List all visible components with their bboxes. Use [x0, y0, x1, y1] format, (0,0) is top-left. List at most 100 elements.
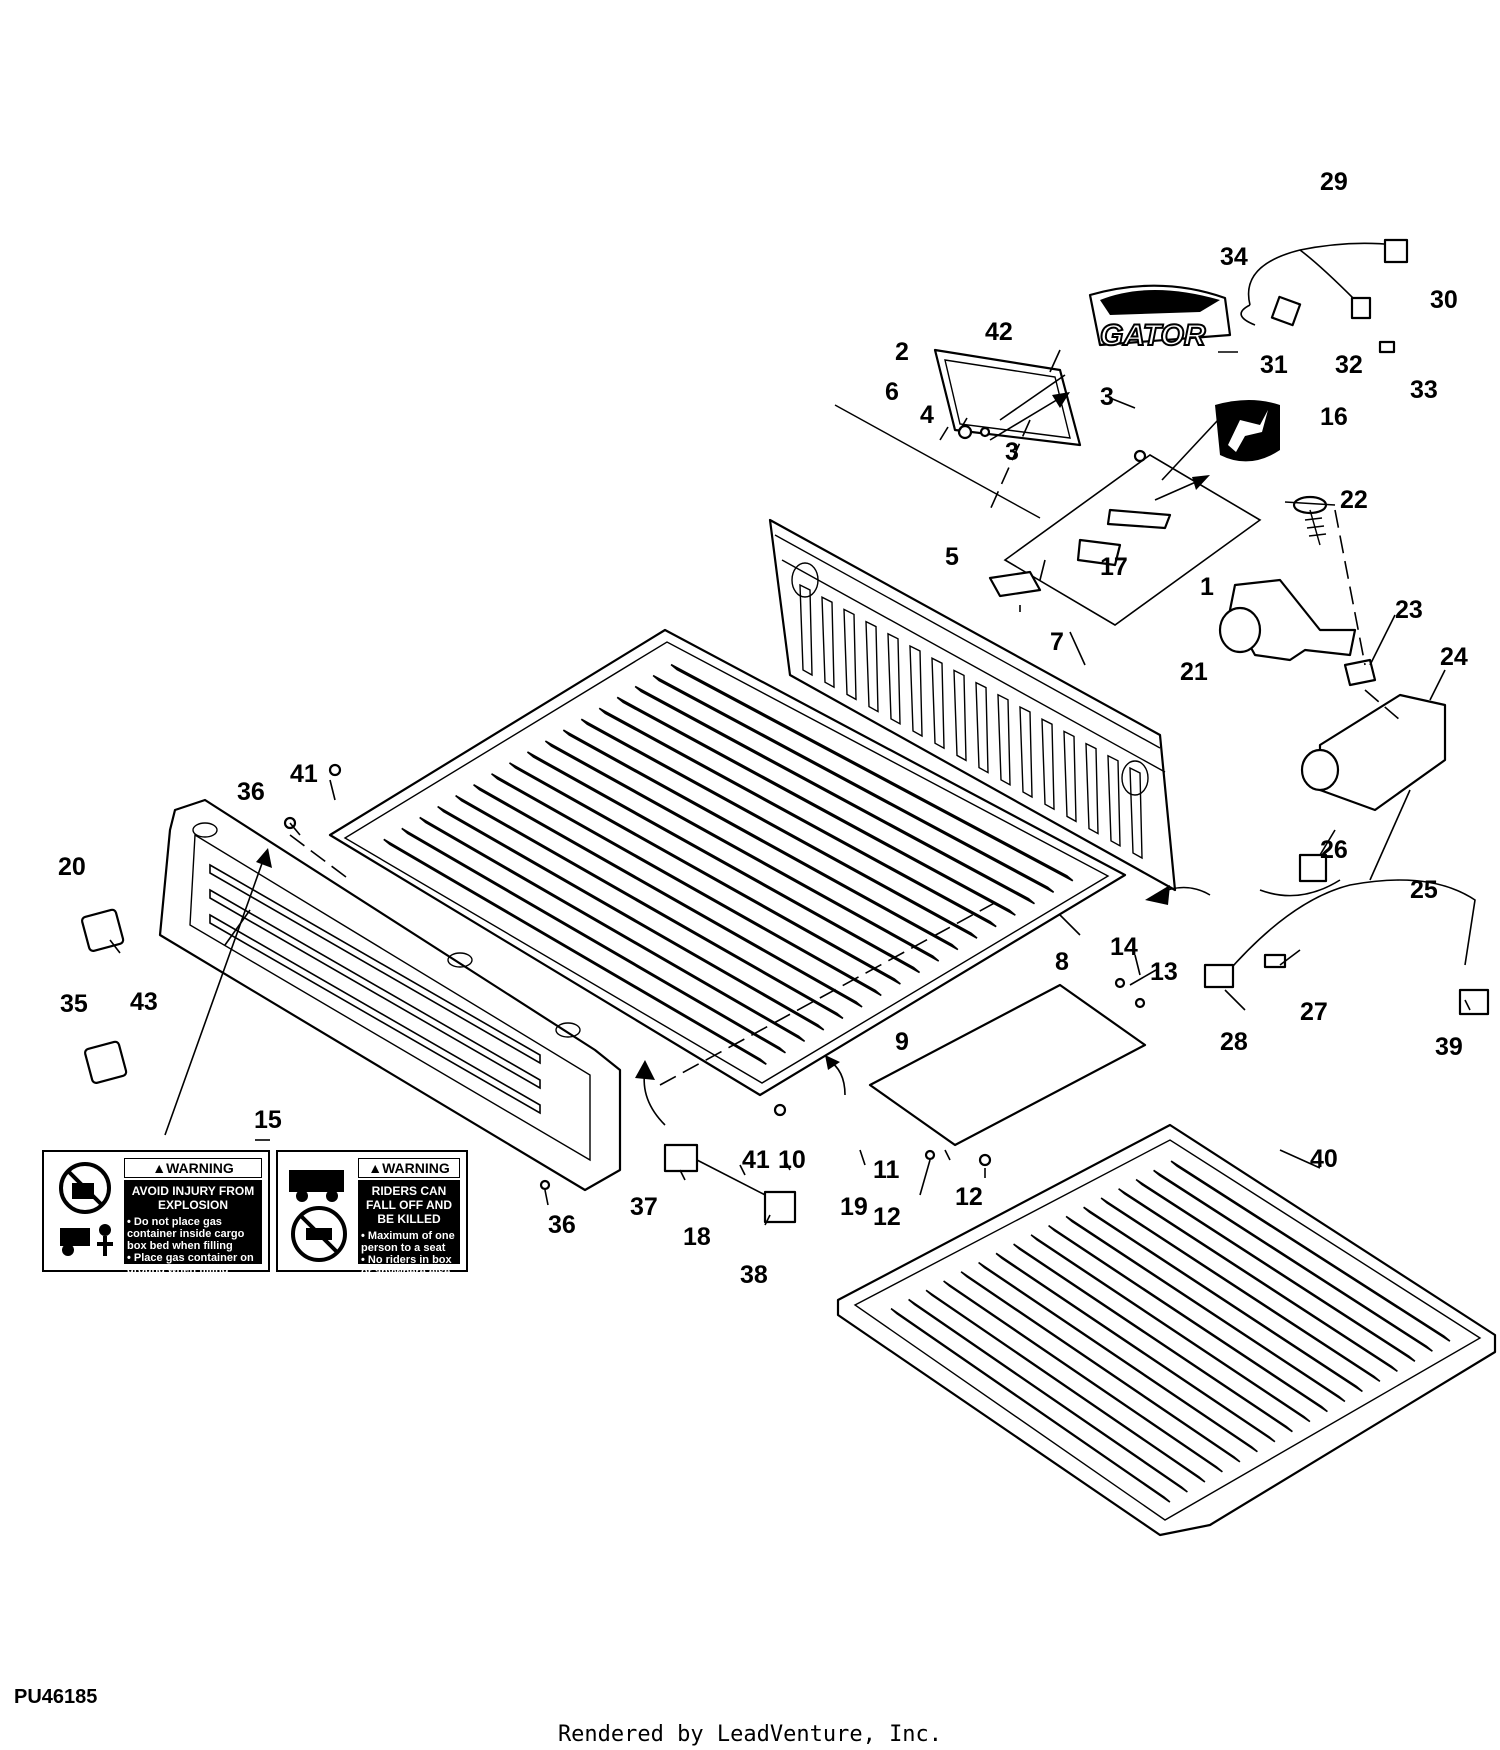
cargo-box-side-panel	[158, 798, 622, 1192]
callout-number: 33	[1410, 376, 1438, 404]
callout-numbers: 1 2 3 3 3 4 5 6 7 8 9 10 11 12 12 13 14 …	[58, 168, 1468, 1289]
callout-number: 41	[742, 1146, 770, 1174]
callout-number: 15	[254, 1106, 282, 1134]
rib	[437, 805, 825, 1031]
rib	[544, 740, 940, 962]
warning-decal-explosion: ▲WARNING AVOID INJURY FROM EXPLOSION • D…	[42, 1150, 270, 1276]
callout-number: 3	[1100, 383, 1114, 411]
rib	[634, 685, 1035, 905]
wall-rib	[997, 693, 1011, 787]
rib	[1118, 1188, 1398, 1373]
callout-number: 30	[1430, 286, 1458, 314]
wall-rib	[1063, 730, 1077, 823]
wall-rib	[931, 657, 945, 750]
callout-number: 17	[1100, 553, 1128, 581]
john-deere-logo-icon	[1215, 400, 1280, 462]
tailgate-panel	[933, 348, 1082, 447]
callout-number: 14	[1110, 933, 1138, 961]
switch-assembly	[1218, 578, 1357, 662]
rib	[419, 816, 806, 1043]
warning-line: • Do not place gas container inside carg…	[127, 1216, 245, 1252]
coil-assembly	[1300, 693, 1447, 812]
rib	[401, 827, 786, 1054]
callout-number: 32	[1335, 351, 1363, 379]
rib	[562, 729, 959, 951]
wall-rib	[843, 608, 857, 701]
callout-number: 7	[1050, 628, 1064, 656]
callout-number: 3	[1005, 438, 1019, 466]
callout-number: 6	[885, 378, 899, 406]
rib	[473, 784, 863, 1008]
gator-logo-text: GATOR	[1100, 319, 1206, 352]
wall-rib	[865, 620, 879, 713]
relay-20	[80, 908, 125, 952]
wire-harness-right	[1203, 853, 1490, 1016]
callout-number: 28	[1220, 1028, 1248, 1056]
jumper-harness	[663, 1143, 797, 1224]
wall-rib	[1041, 718, 1055, 811]
warning-title: AVOID INJURY FROM EXPLOSION	[131, 1184, 255, 1212]
no-riders-icon	[284, 1158, 354, 1264]
rib	[1048, 1225, 1328, 1413]
rib	[943, 1280, 1223, 1473]
callout-number: 21	[1180, 658, 1208, 686]
wall-rib	[1085, 742, 1099, 835]
warning-decal-riders: ▲WARNING RIDERS CAN FALL OFF AND BE KILL…	[276, 1150, 468, 1278]
callout-number: 11	[873, 1156, 900, 1184]
rib	[383, 838, 767, 1065]
no-gas-container-icon	[50, 1158, 120, 1264]
callout-number: 12	[955, 1183, 983, 1211]
rib	[598, 707, 997, 928]
rib	[1013, 1243, 1293, 1433]
rib	[616, 696, 1016, 916]
callout-number: 2	[895, 338, 909, 366]
callout-number: 37	[630, 1193, 658, 1221]
wall-rib	[1129, 766, 1143, 860]
warning-line: • Place gas container on ground when fil…	[127, 1252, 254, 1276]
callout-number: 16	[1320, 403, 1348, 431]
callout-number: 10	[778, 1146, 806, 1174]
callout-number: 9	[895, 1028, 909, 1056]
rib	[978, 1261, 1258, 1453]
cargo-box-front-wall	[768, 518, 1177, 892]
callout-number: 24	[1440, 643, 1468, 671]
callout-number: 26	[1320, 836, 1348, 864]
warning-header: ▲WARNING	[358, 1158, 460, 1178]
rib	[1135, 1178, 1416, 1362]
callout-number: 41	[290, 760, 318, 788]
rib	[526, 751, 921, 974]
rib	[491, 773, 882, 997]
rib	[670, 663, 1074, 882]
relay-35	[83, 1040, 128, 1084]
callout-number: 42	[985, 318, 1013, 346]
callout-number: 43	[130, 988, 158, 1016]
callout-number: 23	[1395, 596, 1423, 624]
callout-number: 25	[1410, 876, 1438, 904]
rib	[455, 794, 844, 1020]
wall-rib	[1019, 705, 1033, 799]
rib	[925, 1289, 1206, 1483]
callout-number: 18	[683, 1223, 711, 1251]
warning-line: • Maximum of one person to a seat	[361, 1230, 455, 1254]
callout-number: 1	[1200, 573, 1214, 601]
callout-number: 39	[1435, 1033, 1463, 1061]
wall-rib	[821, 596, 835, 689]
callout-number: 36	[237, 778, 265, 806]
callout-number: 29	[1320, 168, 1348, 196]
callout-number: 34	[1220, 243, 1248, 271]
callout-number: 38	[740, 1261, 768, 1289]
bed-mat	[836, 1123, 1497, 1537]
rib	[580, 718, 978, 939]
rib	[1030, 1234, 1311, 1423]
gator-logo-icon: GATOR	[1088, 284, 1232, 353]
rib	[960, 1271, 1241, 1463]
rib	[908, 1298, 1188, 1493]
warning-header: ▲WARNING	[124, 1158, 262, 1178]
callout-number: 12	[873, 1203, 901, 1231]
rib	[995, 1252, 1276, 1443]
callout-number: 27	[1300, 998, 1328, 1026]
callout-number: 8	[1055, 948, 1069, 976]
wire-harness-top	[1240, 238, 1409, 354]
callout-number: 5	[945, 543, 959, 571]
